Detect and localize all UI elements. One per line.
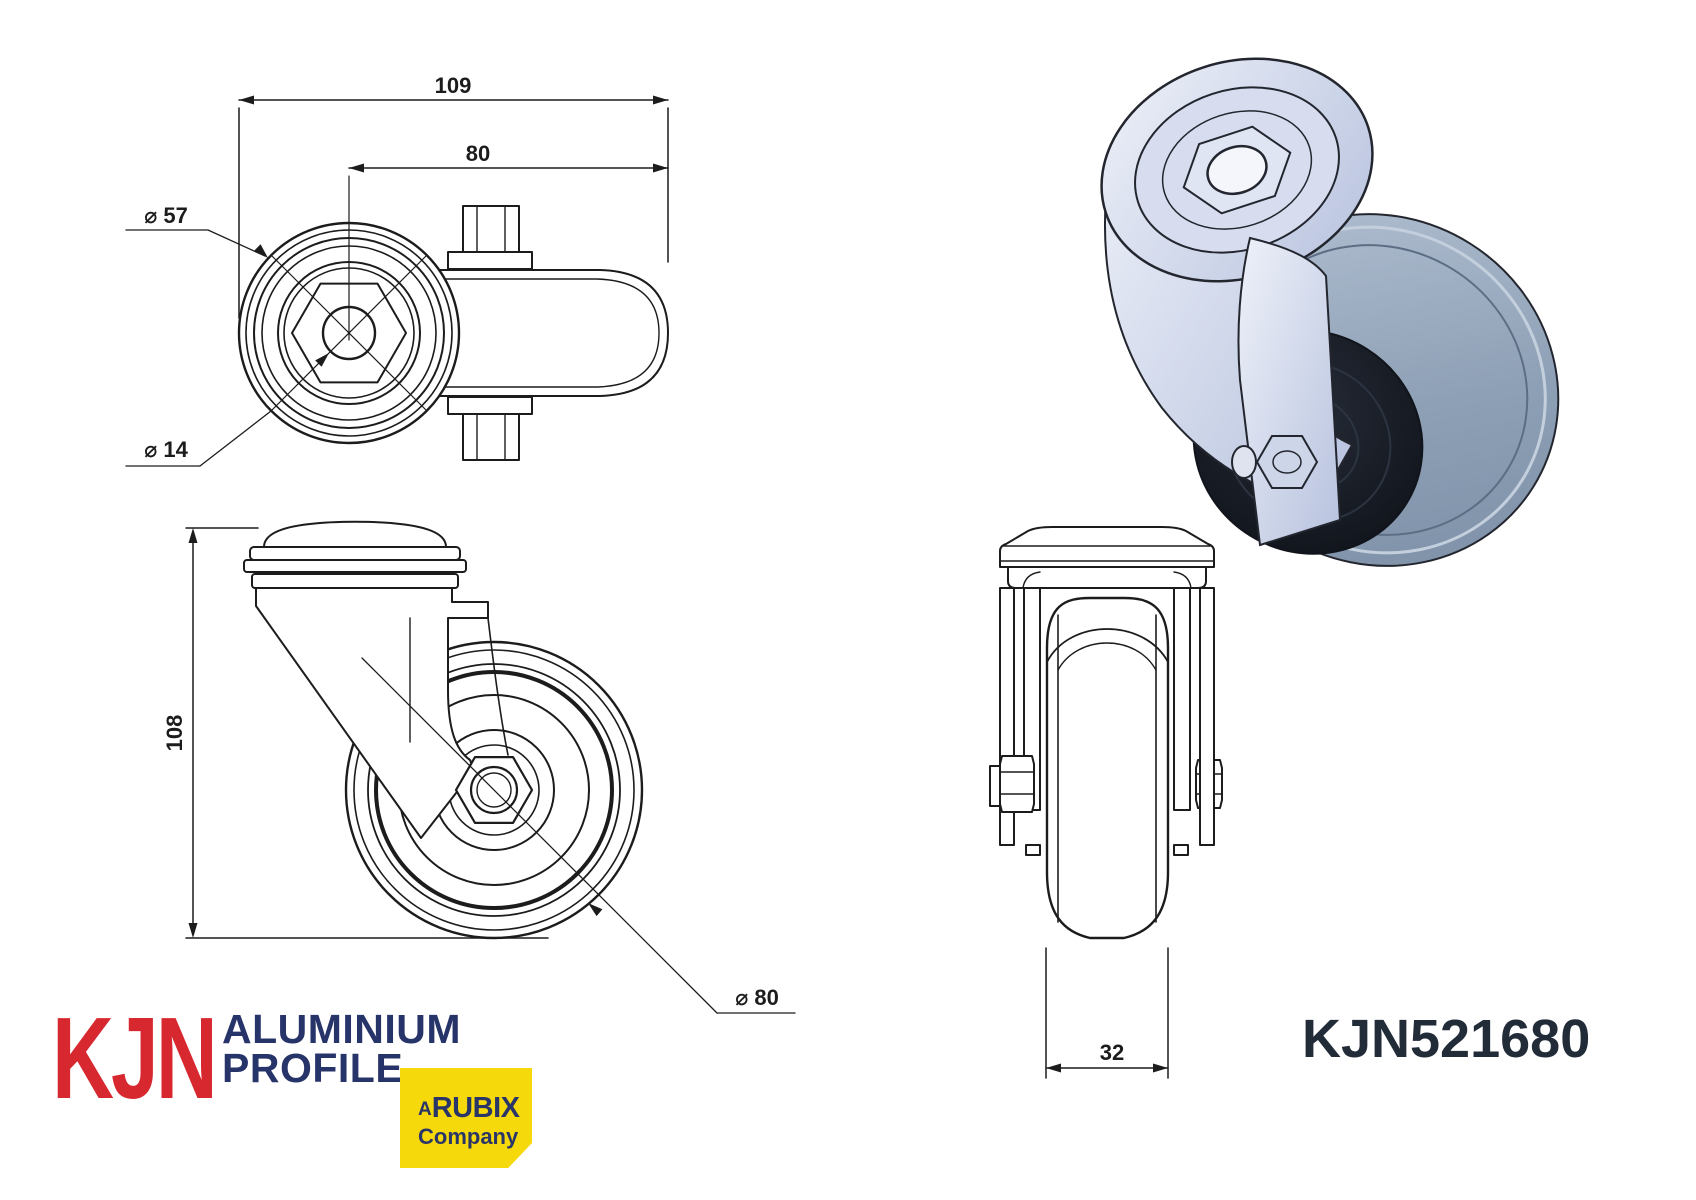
rubix-badge-brand: RUBIX: [431, 1092, 520, 1124]
isometric-render: [1100, 57, 1560, 567]
side-view-drawing: 108 ⌀ 80: [162, 520, 796, 1014]
rubix-badge-line1: ARUBIX: [418, 1092, 520, 1125]
dim-109-label: 109: [435, 73, 472, 98]
top-view-wheel-inner-line: [433, 278, 660, 388]
top-view-axle-bolt-top: [447, 205, 533, 270]
render-axle-nut: [1231, 435, 1319, 489]
top-view-axle-bolt-bottom: [447, 396, 533, 461]
label-diameter-57: ⌀ 57: [144, 203, 188, 228]
dimension-109: 109: [238, 73, 669, 319]
front-view-axle-nut-left: [989, 755, 1035, 813]
dimension-32: 32: [1045, 947, 1169, 1079]
dim-80-label: 80: [466, 141, 490, 166]
top-view-centerlines: [270, 175, 428, 412]
leader-diameter-80: ⌀ 80: [361, 657, 796, 1014]
dim-32-label: 32: [1100, 1040, 1124, 1065]
label-diameter-14: ⌀ 14: [144, 437, 189, 462]
dimension-80: 80: [348, 141, 669, 173]
part-number: KJN521680: [1302, 1009, 1591, 1069]
leader-diameter-14: ⌀ 14: [125, 353, 329, 467]
side-view-swivel-cap: [243, 520, 467, 589]
kjn-logo-text: KJN: [52, 993, 218, 1123]
kjn-logo-line1: ALUMINIUM: [222, 1006, 462, 1052]
top-view-hex-socket: [291, 282, 407, 384]
label-diameter-80: ⌀ 80: [735, 985, 779, 1010]
kjn-logo-words: ALUMINIUM PROFILE: [222, 1006, 462, 1091]
top-view-drawing: 109 80 ⌀ 57 ⌀ 14: [125, 73, 669, 467]
kjn-logo-line2: PROFILE: [222, 1044, 404, 1091]
dim-108-label: 108: [162, 715, 187, 752]
top-view-wheel-outline: [433, 269, 669, 397]
render-bolt-hole: [1206, 144, 1268, 196]
dimension-108: 108: [162, 527, 259, 938]
render-swivel-dome: [1100, 57, 1374, 283]
front-view-wheel: [1045, 596, 1170, 940]
side-view-fork-right-edge: [487, 617, 509, 756]
rubix-badge-suffix: Company: [418, 1124, 519, 1149]
front-view-drawing: 32: [989, 526, 1223, 1079]
rubix-company-badge: ARUBIX Company: [400, 1068, 532, 1168]
kjn-logo: KJN ALUMINIUM PROFILE ARUBIX Company: [52, 1000, 552, 1180]
leader-diameter-57: ⌀ 57: [125, 203, 268, 258]
render-fork-leg: [1237, 236, 1342, 547]
side-view-fork: [255, 587, 489, 839]
rubix-badge-prefix: A: [418, 1099, 432, 1120]
front-view-swivel-cap: [999, 526, 1215, 589]
